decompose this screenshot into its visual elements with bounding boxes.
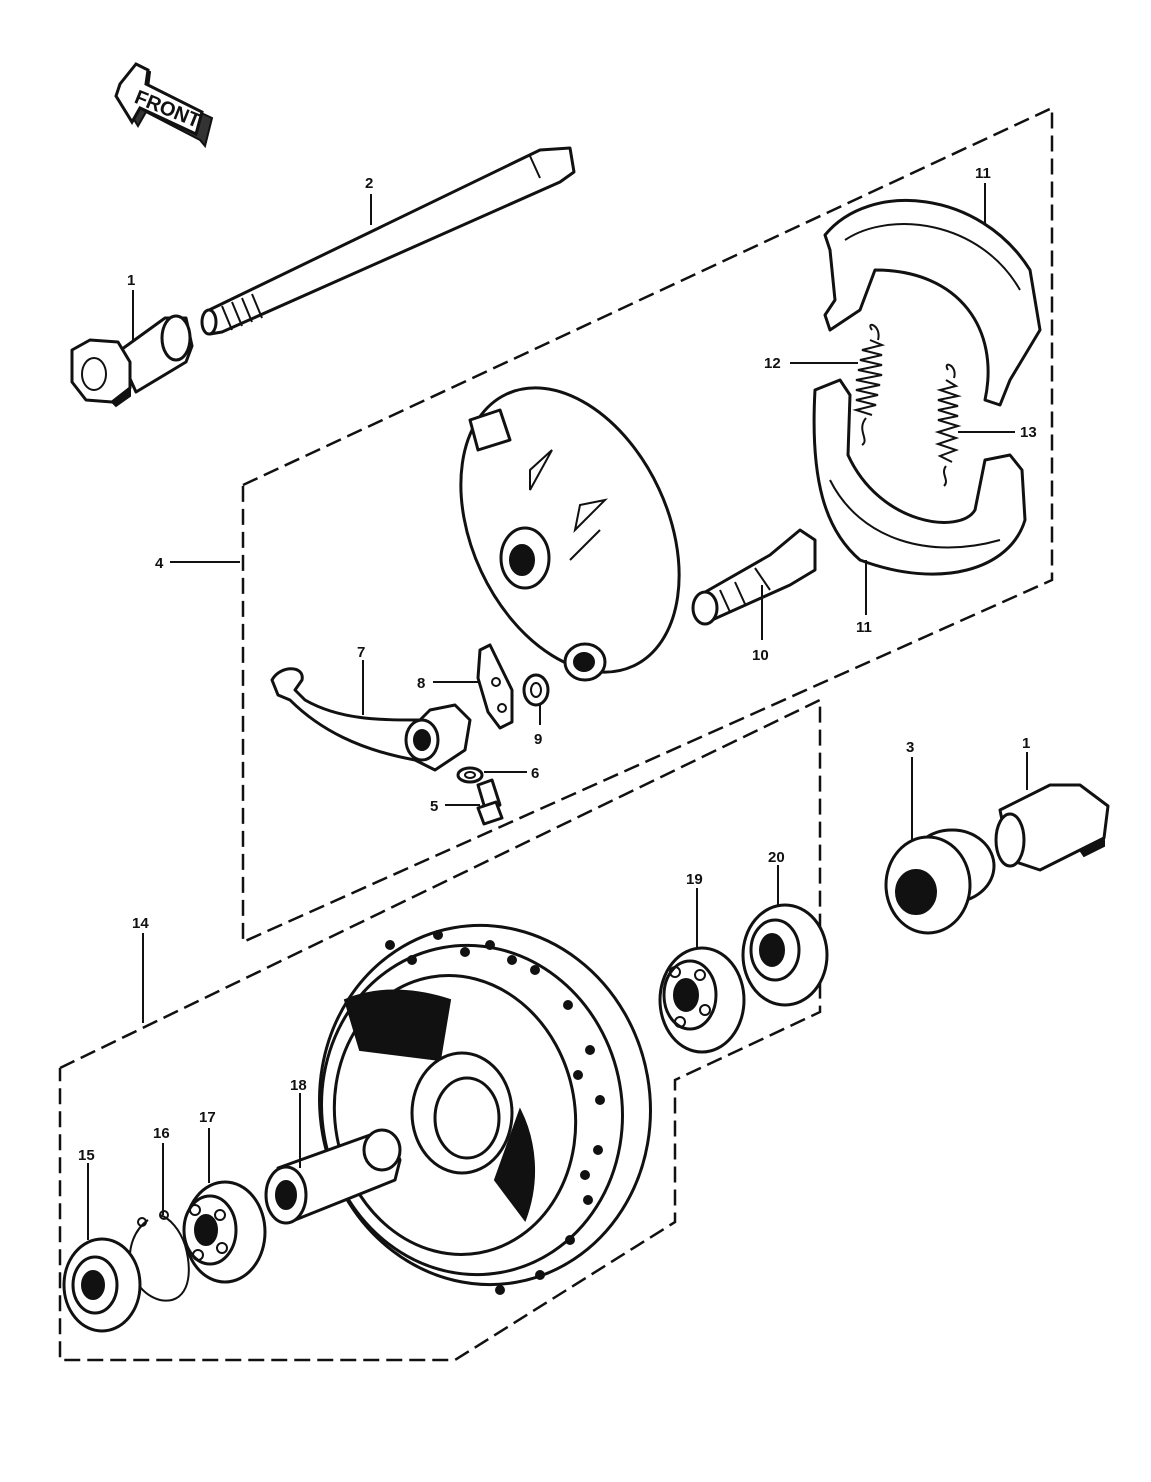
bearing-19 — [658, 946, 746, 1054]
callout-13: 13 — [1020, 424, 1037, 441]
brake-panel-assembly-boundary — [241, 106, 1054, 944]
brake-lever — [270, 667, 472, 772]
callout-1-left: 1 — [127, 272, 135, 289]
spacer-3 — [884, 828, 996, 935]
return-spring-12 — [852, 323, 886, 446]
return-spring-13 — [934, 363, 962, 487]
oil-seal-15 — [62, 1237, 142, 1333]
callout-14: 14 — [132, 915, 149, 932]
distance-collar — [264, 1128, 402, 1225]
axle — [200, 146, 576, 336]
brake-shoe-upper — [823, 198, 1042, 407]
wheel-hub — [318, 923, 652, 1295]
callout-7: 7 — [357, 644, 365, 661]
callout-4: 4 — [155, 555, 164, 572]
washer-6 — [456, 766, 484, 784]
callout-20: 20 — [768, 849, 785, 866]
callout-11-bottom: 11 — [856, 619, 872, 636]
callouts: 2 1 4 11 12 13 11 10 7 8 9 6 5 3 1 20 19… — [78, 165, 1037, 1164]
brake-camshaft — [691, 528, 817, 626]
callout-8: 8 — [417, 675, 425, 692]
oil-seal-20 — [741, 903, 829, 1007]
callout-18: 18 — [290, 1077, 307, 1094]
callout-15: 15 — [78, 1147, 95, 1164]
axle-sleeve-left — [70, 314, 194, 408]
callout-6: 6 — [531, 765, 539, 782]
spoke-holes — [385, 930, 605, 1295]
callout-1-right: 1 — [1022, 735, 1030, 752]
bolt-5 — [476, 778, 504, 826]
front-direction-arrow: FRONT — [114, 62, 214, 149]
brake-shoe-lower — [812, 378, 1027, 576]
axle-sleeve-right — [994, 783, 1110, 872]
callout-9: 9 — [534, 731, 542, 748]
wear-indicator — [476, 643, 514, 730]
callout-3: 3 — [906, 739, 914, 756]
callout-11-top: 11 — [975, 165, 991, 182]
washer-9 — [522, 673, 550, 707]
hub-assembly-boundary — [58, 698, 822, 1362]
callout-12: 12 — [764, 355, 781, 372]
callout-5: 5 — [430, 798, 438, 815]
callout-2: 2 — [365, 175, 373, 192]
callout-10: 10 — [752, 647, 769, 664]
bearing-17 — [182, 1180, 267, 1284]
leader-lines — [87, 183, 1028, 1240]
brake-panel — [459, 386, 681, 682]
callout-19: 19 — [686, 871, 703, 888]
callout-16: 16 — [153, 1125, 170, 1142]
callout-17: 17 — [199, 1109, 216, 1126]
